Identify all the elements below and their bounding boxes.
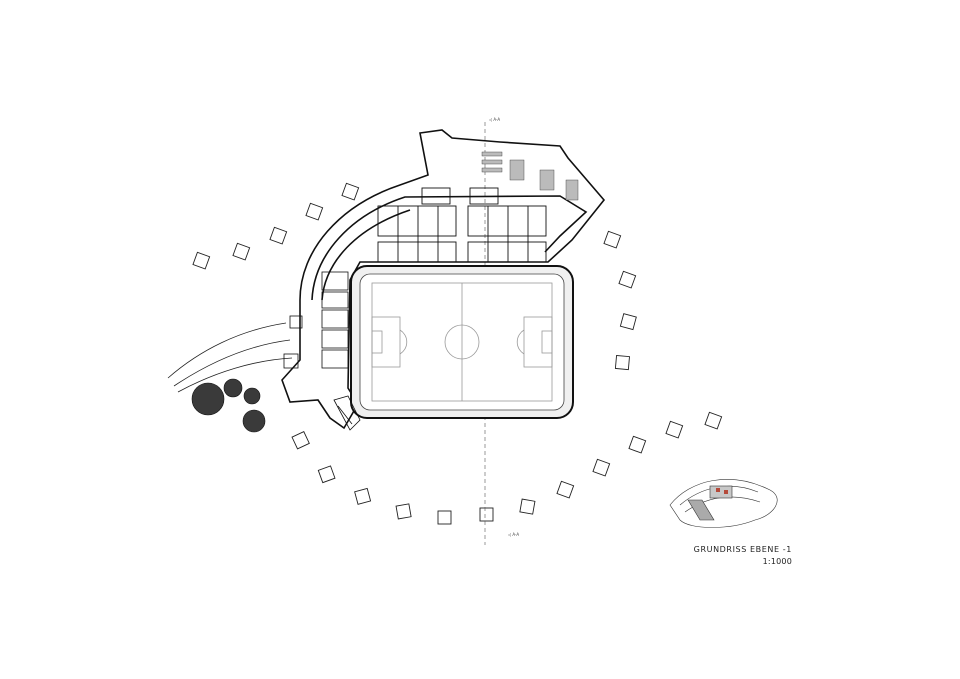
- seating-north: [481, 151, 579, 201]
- section-mark-bottom: ◁ A-A: [508, 532, 520, 537]
- section-mark-top: ◁ A-A: [489, 117, 501, 122]
- rooms-west: [283, 271, 349, 369]
- building-outline: [281, 129, 606, 430]
- drawing-scale: 1:1000: [762, 557, 792, 566]
- access-ramp: [167, 322, 293, 393]
- perimeter-columns: [192, 182, 723, 525]
- key-plan-thumbnail: [669, 479, 778, 528]
- rooms-north: [377, 187, 547, 263]
- stair-southwest: [333, 395, 361, 431]
- drawing-caption: GRUNDRISS EBENE -1 1:1000: [694, 544, 792, 568]
- tree-group: [191, 378, 266, 433]
- drawing-title: GRUNDRISS EBENE -1: [693, 545, 792, 554]
- football-pitch: [371, 282, 553, 402]
